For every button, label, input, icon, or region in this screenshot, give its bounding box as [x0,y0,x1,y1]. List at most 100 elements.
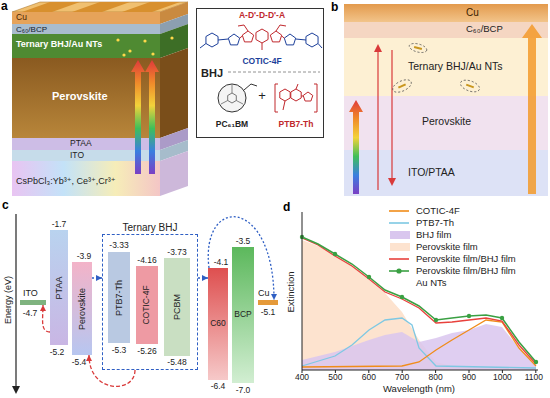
molecule-structures [240,36,243,38]
molecule-structures [296,84,298,89]
molecule-structures [221,101,228,105]
legend-row: Perovskite film/BHJ film Au NTs [388,265,548,289]
molecule-structures [270,31,281,42]
energy-value: -3.73 [167,248,186,258]
molecule-structures [303,92,313,101]
extinction-chart [302,318,536,368]
energy-axis [12,214,20,394]
light-path-schematic [344,150,548,196]
light-path-schematic [377,52,378,190]
axis-title: Energy (eV) [3,276,13,324]
extinction-chart [367,275,371,279]
panel-letter: d [283,201,290,215]
energy-level-bar: BCP [232,247,254,383]
molecule-structures [218,39,228,40]
device-stack [12,34,160,58]
node-label: PTB7-Th [114,279,124,315]
device-stack [12,2,188,196]
layer-label: ITO [70,151,84,161]
connector [43,305,50,332]
device-stack [151,52,154,55]
connector [89,355,135,386]
device-stack [143,39,146,42]
tick-label: 700 [395,373,409,383]
light-path-schematic [414,46,422,50]
legend-text: Perovskite film/BHJ film [416,253,524,265]
tick-label: 800 [429,373,443,383]
layer-label: Cu [16,13,27,23]
energy-value: -5.1 [261,308,276,318]
molecule-structures [232,85,233,93]
molecule-structures [280,89,290,101]
molecule-structures [196,8,324,138]
light-path-schematic [344,38,548,96]
legend-swatch [390,231,410,239]
tick-label: 500 [328,373,342,383]
legend-dot [396,268,401,273]
motif-label: A-D'-D-D'-A [239,11,285,21]
axis-title: Wavelength (nm) [383,384,455,395]
legend-row: PTB7-Th [388,217,548,229]
energy-level-bar: Perovskite [72,262,92,355]
molecule-structures [196,8,324,138]
extinction-chart [500,316,504,320]
molecule-structures [244,84,257,90]
legend-line [389,258,409,260]
light-path-schematic [391,50,392,178]
light-path-schematic [522,24,542,194]
molecule-structures [283,101,285,110]
layer-label: Perovskite [52,90,108,103]
device-stack [131,60,145,174]
energy-level-bar: C60 [208,268,228,380]
molecule-structures [291,89,301,101]
molecule-structures [256,29,268,43]
extinction-chart [302,240,536,370]
molecule-structures [296,39,306,40]
molecule-structures [318,44,322,49]
axis-title: Extinction [286,271,297,312]
tick-label: 400 [295,373,309,383]
legend-swatch [390,243,410,251]
tick-label: 1100 [525,373,543,383]
tick-label: 600 [362,373,376,383]
node-label: PTAA [54,276,64,299]
molecule-name: COTIC-4F [242,57,281,67]
layer-band: ITO/PTAA [344,150,548,196]
legend-line-sample [388,265,410,277]
node-label: COTIC-4F [142,285,152,324]
extinction-chart [400,295,404,299]
legend-text: PTB7-Th [416,217,524,229]
tick-label: 1000 [493,373,512,383]
connector [92,277,102,278]
legend-text: Perovskite film [416,241,524,253]
light-path-schematic [344,96,548,150]
extinction-chart [300,212,538,373]
energy-value: -4.1 [214,258,229,268]
legend-text: BHJ film [416,229,524,241]
layer-label: Ternary BHJ/Au NTs [16,39,102,49]
molecule-structures [206,33,218,47]
molecule-structures [200,33,322,48]
legend-line [389,210,409,212]
molecule-structures [218,84,246,112]
layer-band: Perovskite [344,96,548,150]
device-stack [116,38,119,41]
molecule-structures [275,84,317,112]
molecule-structures [236,101,243,105]
node-label: Ternary BHJ/Au NTs [408,60,503,72]
device-stack [160,151,188,196]
legend-row: Perovskite film/BHJ film [388,253,548,265]
energy-level-bar: ITO [20,300,46,305]
node-label: ITO [23,288,38,298]
legend-line-sample [388,217,410,229]
energy-level-bar: COTIC-4F [136,266,158,344]
device-stack [12,24,160,34]
device-stack [22,2,80,12]
node-label: Perovskite [422,115,471,127]
molecule-structures [275,84,278,112]
molecule-structures [262,43,263,50]
molecule-structures [228,93,237,103]
extinction-chart [302,212,303,370]
molecule-structures [301,96,303,97]
